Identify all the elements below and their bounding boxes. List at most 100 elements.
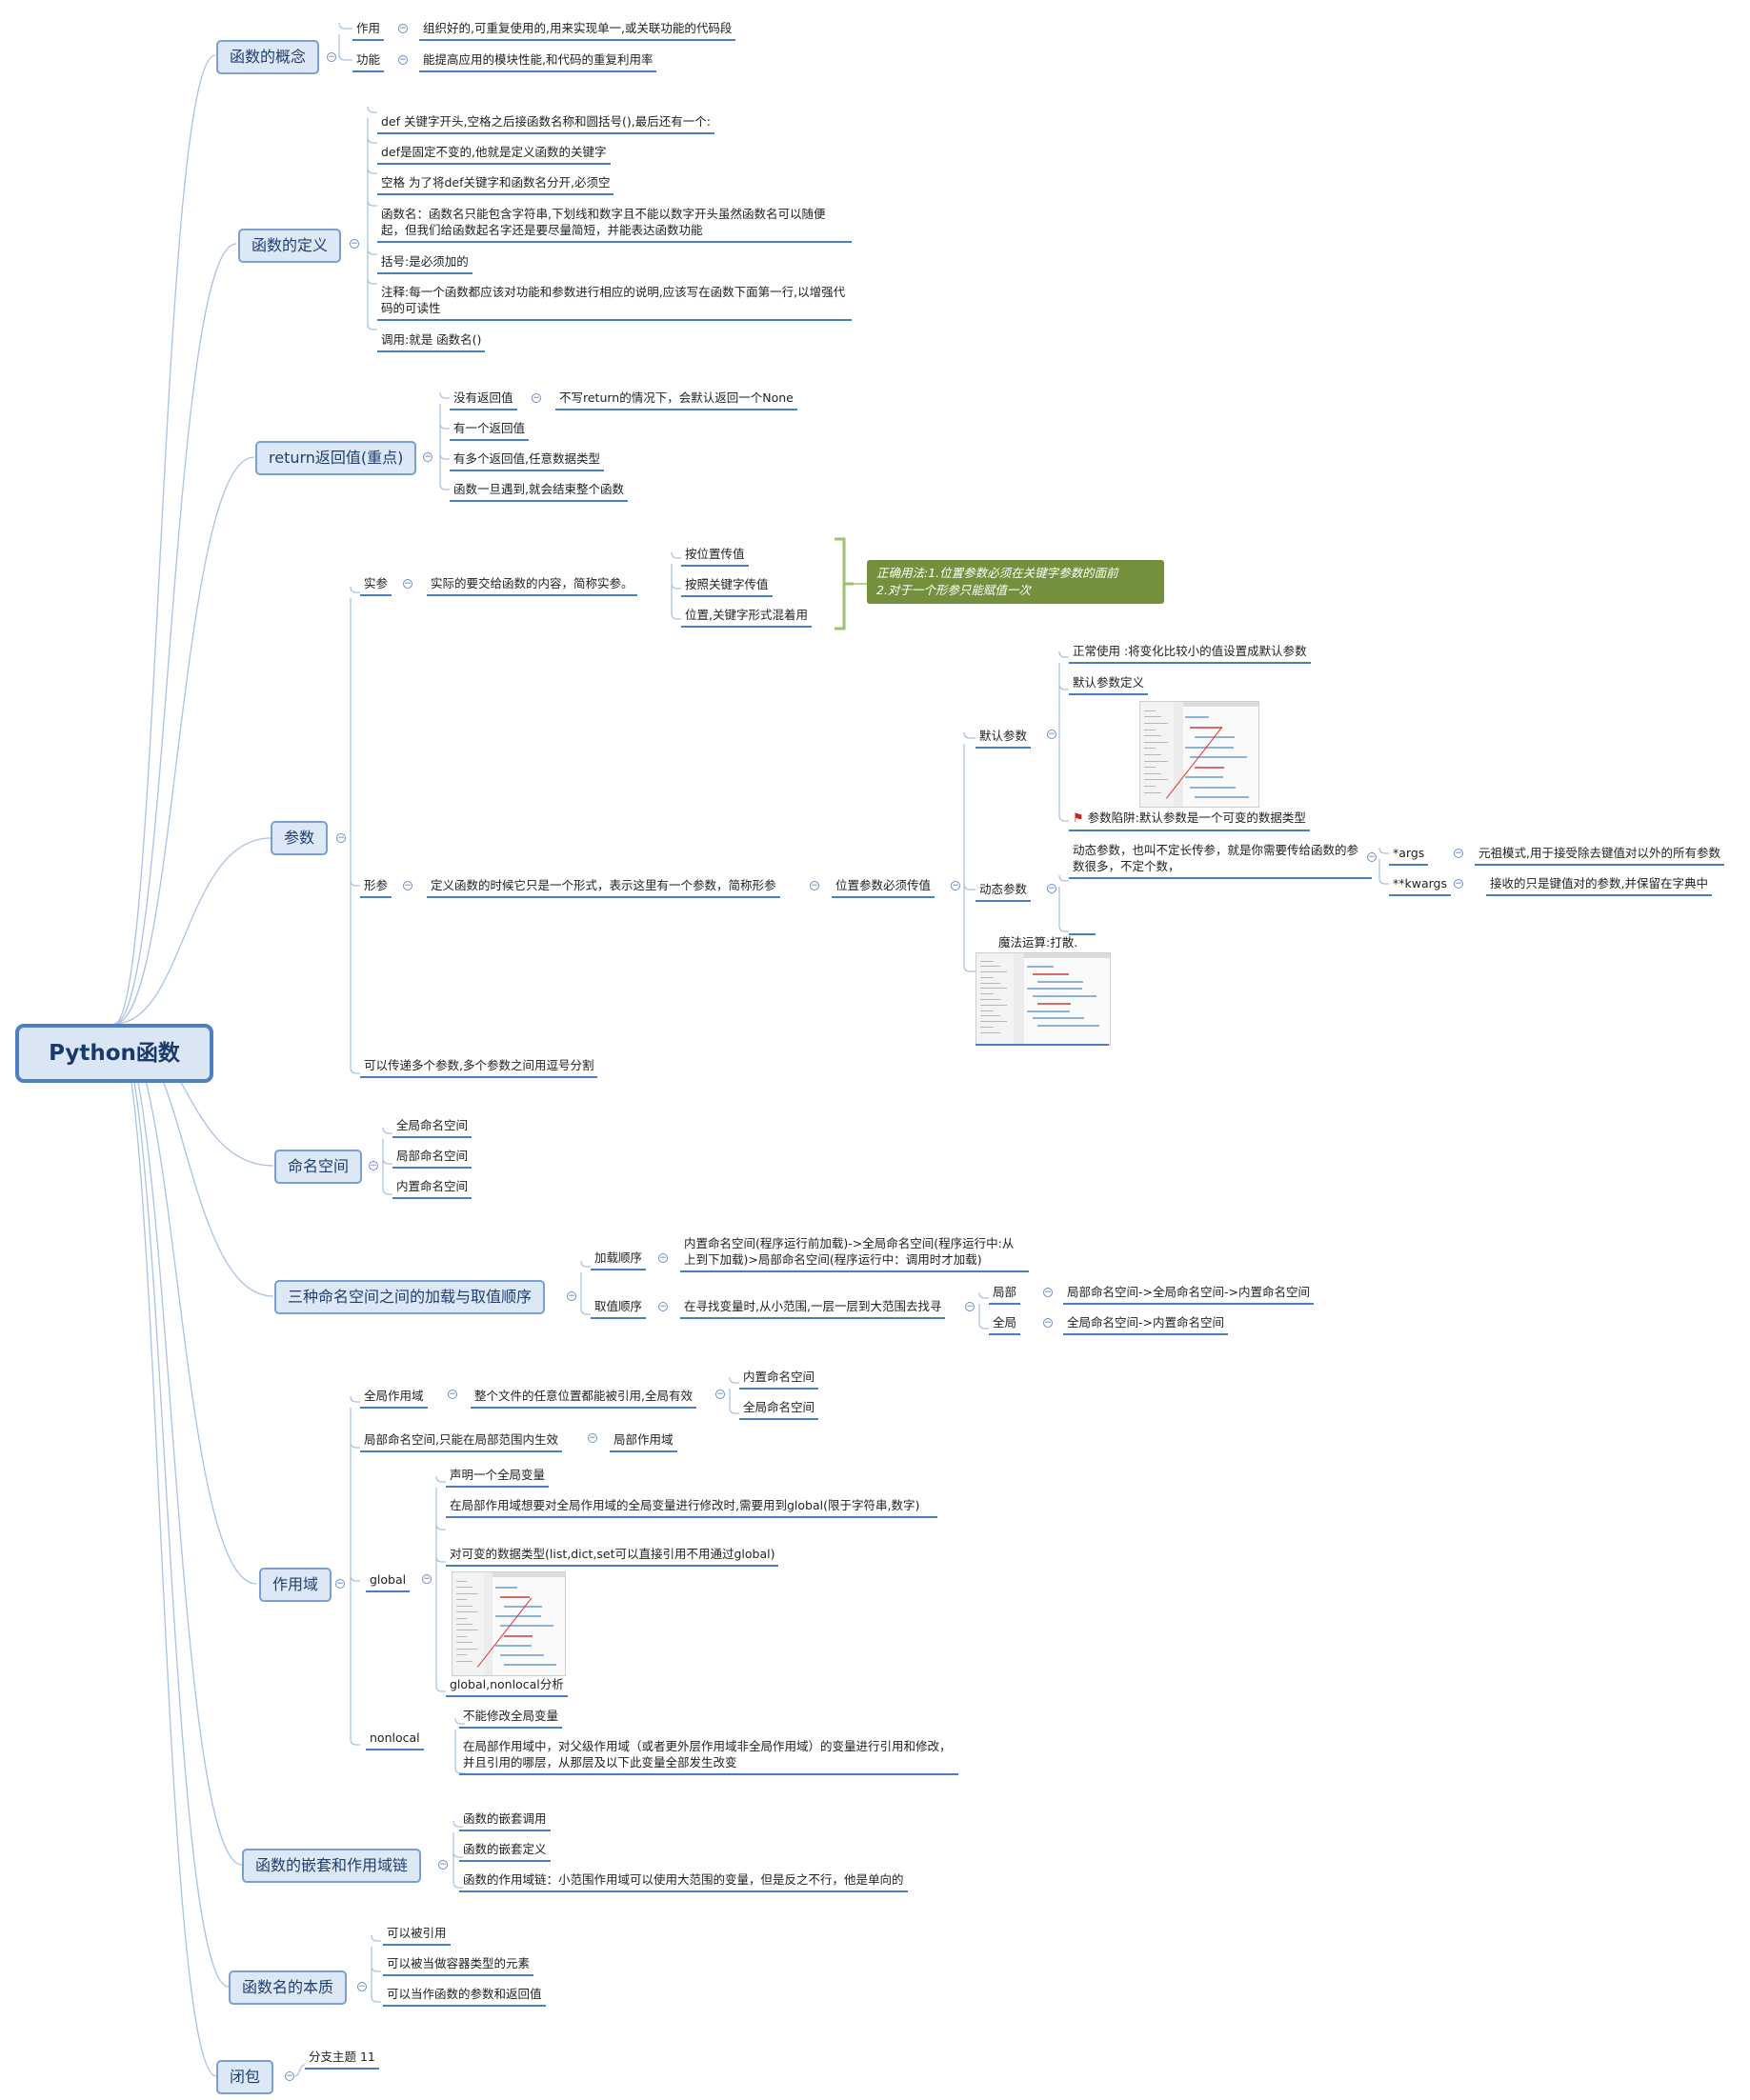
namespace-item-2[interactable]: 内置命名空间 (392, 1178, 473, 1199)
scope-nonlocal-kw[interactable]: nonlocal (366, 1730, 424, 1750)
concept-collapse-toggle[interactable]: − (327, 52, 336, 62)
scope-global-collapse-toggle[interactable]: − (448, 1390, 457, 1399)
scope-nonlocal-fork (454, 1717, 465, 1774)
order-collapse-toggle[interactable]: − (567, 1291, 576, 1301)
definition-item-5[interactable]: 注释:每一个函数都应该对功能和参数进行相应的说明,应该写在函数下面第一行,以增强… (377, 284, 852, 321)
params-multi[interactable]: 可以传递多个参数,多个参数之间用逗号分割 (360, 1057, 598, 1078)
return-item-1[interactable]: 有多个返回值,任意数据类型 (450, 450, 604, 471)
namespace-item-0[interactable]: 全局命名空间 (392, 1117, 473, 1138)
concept-func-collapse-toggle[interactable]: − (398, 55, 408, 65)
essence-item-0[interactable]: 可以被引用 (383, 1925, 451, 1946)
order-load-collapse-toggle[interactable]: − (658, 1253, 668, 1263)
scope-global-kw-collapse-toggle[interactable]: − (422, 1574, 432, 1584)
callout-line-2: 2.对于一个形参只能赋值一次 (876, 583, 1031, 597)
closure-item[interactable]: 分支主题 11 (305, 2049, 379, 2070)
concept-func-label[interactable]: 功能 (352, 51, 385, 72)
nesting-item-2[interactable]: 函数的作用域链：小范围作用域可以使用大范围的变量，但是反之不行，他是单向的 (459, 1871, 908, 1892)
params-actual-label[interactable]: 实参 (360, 575, 392, 596)
params-magic[interactable]: 魔法运算:打散. (998, 935, 1078, 950)
params-positional[interactable]: 位置参数必须传值 (832, 877, 935, 898)
params-default-collapse-toggle[interactable]: − (1047, 730, 1056, 739)
scope-global-text-collapse-toggle[interactable]: − (715, 1390, 725, 1399)
closure-collapse-toggle[interactable]: − (285, 2071, 294, 2081)
scope-nonlocal-item-1[interactable]: 在局部作用域中，对父级作用域（或者更外层作用域非全局作用域）的变量进行引用和修改… (459, 1738, 958, 1775)
params-formal-collapse-toggle[interactable]: − (403, 881, 412, 890)
return-collapse-toggle[interactable]: − (423, 452, 432, 462)
scope-nonlocal-item-0[interactable]: 不能修改全局变量 (459, 1708, 563, 1729)
nesting-item-1[interactable]: 函数的嵌套定义 (459, 1841, 551, 1862)
scope-collapse-toggle[interactable]: − (335, 1579, 345, 1589)
concept-title[interactable]: 函数的概念 (216, 40, 320, 74)
scope-global-analysis[interactable]: global,nonlocal分析 (446, 1676, 568, 1697)
order-local-label[interactable]: 局部 (989, 1284, 1021, 1305)
root-topic[interactable]: Python函数 (15, 1024, 213, 1083)
params-dynamic-text-collapse-toggle[interactable]: − (1367, 852, 1377, 862)
order-global-collapse-toggle[interactable]: − (1043, 1318, 1053, 1328)
return-none-collapse-toggle[interactable]: − (532, 393, 541, 403)
scope-global-item-1[interactable]: 全局命名空间 (739, 1399, 819, 1420)
params-args-collapse-toggle[interactable]: − (1454, 849, 1463, 858)
params-actual-item-0[interactable]: 按位置传值 (681, 546, 749, 567)
params-actual-collapse-toggle[interactable]: − (403, 579, 412, 589)
definition-collapse-toggle[interactable]: − (350, 239, 359, 249)
params-formal-text-collapse-toggle[interactable]: − (810, 881, 819, 890)
essence-collapse-toggle[interactable]: − (357, 1982, 367, 1991)
namespace-item-1[interactable]: 局部命名空间 (392, 1148, 473, 1169)
scope-title[interactable]: 作用域 (259, 1568, 332, 1602)
params-positional-collapse-toggle[interactable]: − (951, 881, 960, 890)
params-dynamic-text[interactable]: 动态参数，也叫不定长传参，就是你需要传给函数的参数很多，不定个数， (1069, 842, 1372, 879)
nesting-title[interactable]: 函数的嵌套和作用域链 (242, 1849, 422, 1883)
namespace-collapse-toggle[interactable]: − (369, 1161, 378, 1170)
closure-title[interactable]: 闭包 (216, 2060, 274, 2094)
scope-global-item-0[interactable]: 内置命名空间 (739, 1369, 819, 1390)
return-none-label[interactable]: 没有返回值 (450, 390, 517, 410)
scope-local-scope[interactable]: 局部作用域 (610, 1431, 677, 1452)
params-dynamic-label[interactable]: 动态参数 (976, 881, 1032, 902)
namespace-title[interactable]: 命名空间 (274, 1150, 363, 1184)
definition-item-0[interactable]: def 关键字开头,空格之后接函数名称和圆括号(),最后还有一个: (377, 113, 714, 134)
scope-global-label[interactable]: 全局作用域 (360, 1388, 428, 1409)
nesting-item-0[interactable]: 函数的嵌套调用 (459, 1810, 551, 1831)
order-load-label[interactable]: 加载顺序 (591, 1250, 647, 1270)
params-args-label[interactable]: *args (1389, 845, 1429, 866)
order-fetch-collapse-toggle[interactable]: − (658, 1302, 668, 1311)
scope-global-item-2-text[interactable]: 对可变的数据类型(list,dict,set可以直接引用不用通过global) (446, 1546, 779, 1567)
params-dynamic-collapse-toggle[interactable]: − (1047, 884, 1056, 893)
definition-item-2[interactable]: 空格 为了将def关键字和函数名分开,必须空 (377, 174, 614, 195)
params-default-label[interactable]: 默认参数 (976, 728, 1032, 749)
order-fetch-text-collapse-toggle[interactable]: − (965, 1302, 975, 1311)
essence-item-2[interactable]: 可以当作函数的参数和返回值 (383, 1986, 546, 2007)
definition-title[interactable]: 函数的定义 (238, 229, 342, 263)
definition-item-4[interactable]: 括号:是必须加的 (377, 253, 473, 274)
return-item-2[interactable]: 函数一旦遇到,就会结束整个函数 (450, 481, 628, 502)
concept-use-collapse-toggle[interactable]: − (398, 24, 408, 33)
scope-global-item-0-text[interactable]: 声明一个全局变量 (446, 1467, 550, 1488)
return-title[interactable]: return返回值(重点) (255, 441, 417, 475)
return-item-0[interactable]: 有一个返回值 (450, 420, 530, 441)
scope-global-kw[interactable]: global (366, 1571, 411, 1592)
scope-local-ns[interactable]: 局部命名空间,只能在局部范围内生效 (360, 1431, 562, 1452)
params-default-item-0[interactable]: 正常使用 :将变化比较小的值设置成默认参数 (1069, 643, 1311, 664)
essence-item-1[interactable]: 可以被当做容器类型的元素 (383, 1955, 534, 1976)
order-title[interactable]: 三种命名空间之间的加载与取值顺序 (274, 1280, 546, 1314)
params-default-item-1[interactable]: 默认参数定义 (1069, 674, 1149, 695)
params-title[interactable]: 参数 (271, 821, 329, 855)
scope-global-item-1-text[interactable]: 在局部作用域想要对全局作用域的全局变量进行修改时,需要用到global(限于字符… (446, 1497, 937, 1518)
params-actual-item-1[interactable]: 按照关键字传值 (681, 576, 773, 597)
order-global-label[interactable]: 全局 (989, 1314, 1021, 1335)
concept-use-label[interactable]: 作用 (352, 20, 385, 41)
nesting-collapse-toggle[interactable]: − (438, 1860, 448, 1870)
definition-item-6[interactable]: 调用:就是 函数名() (377, 331, 486, 352)
params-formal-label[interactable]: 形参 (360, 877, 392, 898)
essence-title[interactable]: 函数名的本质 (229, 1970, 348, 2005)
params-kwargs-label[interactable]: **kwargs (1389, 875, 1451, 896)
params-default-trap[interactable]: ⚑ 参数陷阱:默认参数是一个可变的数据类型 (1069, 810, 1310, 831)
definition-item-3[interactable]: 函数名：函数名只能包含字符串,下划线和数字且不能以数字开头虽然函数名可以随便起，… (377, 206, 852, 243)
definition-item-1[interactable]: def是固定不变的,他就是定义函数的关键字 (377, 144, 611, 165)
order-local-collapse-toggle[interactable]: − (1043, 1288, 1053, 1297)
scope-local-ns-collapse-toggle[interactable]: − (588, 1433, 597, 1443)
params-collapse-toggle[interactable]: − (336, 833, 346, 843)
order-fetch-label[interactable]: 取值顺序 (591, 1298, 647, 1319)
params-kwargs-collapse-toggle[interactable]: − (1454, 879, 1463, 889)
params-actual-item-2[interactable]: 位置,关键字形式混着用 (681, 607, 812, 628)
